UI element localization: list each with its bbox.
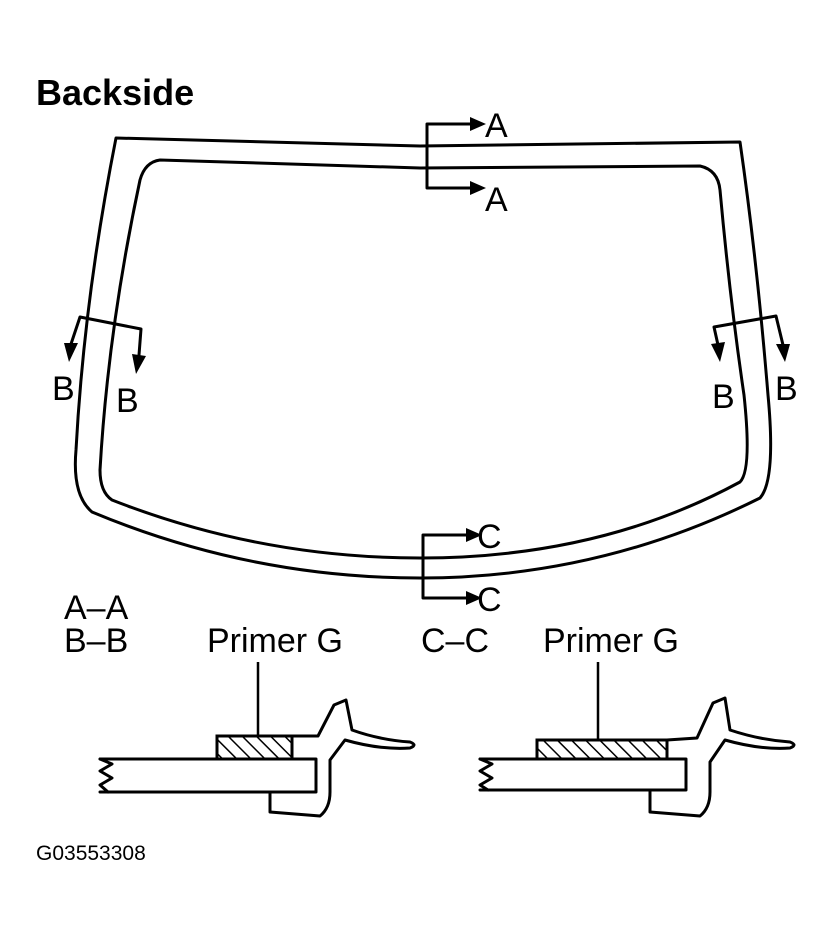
- section-label-b-right-outer: B: [775, 370, 798, 408]
- detail-left-section-line1: A–A: [64, 589, 129, 627]
- diagram-title: Backside: [36, 72, 194, 113]
- section-label-a-top: A: [485, 107, 508, 145]
- windshield-outer-outline: [73, 136, 773, 580]
- section-arrow-b-right: [711, 314, 790, 362]
- windshield-inner-outline: [98, 158, 749, 560]
- section-label-b-left-inner: B: [116, 382, 139, 420]
- section-arrow-b-left: [64, 315, 146, 374]
- section-label-c-top: C: [477, 518, 502, 556]
- section-arrow-c: [421, 528, 482, 605]
- detail-right-section-line1: C–C: [421, 622, 489, 660]
- cross-section-detail-left: [98, 662, 416, 818]
- figure-code: G03553308: [36, 842, 146, 865]
- detail-left-primer-label: Primer G: [207, 622, 343, 660]
- section-arrow-a: [425, 117, 486, 195]
- section-label-a-bottom: A: [485, 181, 508, 219]
- cross-section-detail-right: [478, 662, 796, 818]
- detail-right-primer-label: Primer G: [543, 622, 679, 660]
- section-label-b-right-inner: B: [712, 378, 735, 416]
- section-label-b-left-outer: B: [52, 370, 75, 408]
- detail-left-section-line2: B–B: [64, 622, 128, 660]
- section-label-c-bottom: C: [477, 581, 502, 619]
